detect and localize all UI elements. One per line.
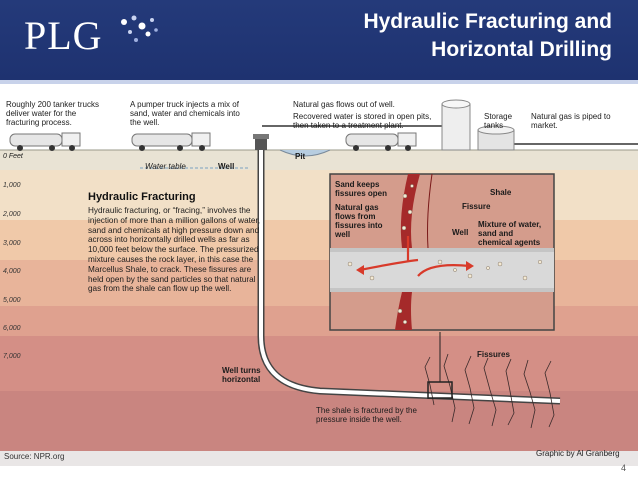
title-line-1: Hydraulic Fracturing and	[363, 10, 612, 33]
tanker-truck	[9, 132, 81, 151]
gas-flows-label: Natural gas flows out of well.	[293, 100, 395, 109]
panel-body: Hydraulic fracturing, or “fracing,” invo…	[88, 206, 261, 294]
depth-5000: 5,000	[3, 297, 21, 304]
depth-7000: 7,000	[3, 353, 21, 360]
well-turns-label: Well turns horizontal	[222, 366, 261, 384]
depth-4000: 4,000	[3, 268, 21, 275]
header-divider	[0, 80, 638, 84]
recovered-water-label: Recovered water is stored in open pits, …	[293, 112, 432, 130]
sand-keeps-label: Sand keeps fissures open	[335, 180, 388, 198]
depth-3000: 3,000	[3, 240, 21, 247]
inset-well-label: Well	[452, 228, 469, 237]
recovery-truck	[345, 132, 417, 151]
depth-6000: 6,000	[3, 325, 21, 332]
shale-fractured-label: The shale is fractured by the pressure i…	[316, 406, 417, 424]
feet-zero-label: 0 Feet	[3, 153, 23, 160]
mixture-label: Mixture of water, sand and chemical agen…	[478, 220, 542, 247]
pumper-truck	[131, 132, 211, 151]
inset-detail	[329, 173, 555, 331]
page-number: 4	[620, 463, 626, 473]
logo-dots-icon	[121, 15, 158, 42]
graphic-credit: Graphic by Al Granberg	[536, 449, 620, 458]
source-note: Source: NPR.org	[4, 452, 65, 461]
fissure-label: Fissure	[462, 202, 491, 211]
shale-label: Shale	[490, 188, 512, 197]
fracking-diagram	[0, 86, 638, 466]
depth-2000: 2,000	[3, 211, 21, 218]
pit-label: Pit	[295, 152, 306, 161]
fissures-label: Fissures	[477, 350, 510, 359]
header-bar: PLG Hydraulic Fracturing and Horizontal …	[0, 0, 638, 80]
depth-1000: 1,000	[3, 182, 21, 189]
slide-title: Hydraulic Fracturing and Horizontal Dril…	[282, 8, 612, 64]
gas-from-fissures-label: Natural gas flows from fissures into wel…	[335, 203, 383, 239]
plg-logo: PLG	[24, 13, 103, 58]
panel-title: Hydraulic Fracturing	[88, 191, 196, 203]
pumper-label: A pumper truck injects a mix of sand, wa…	[130, 100, 240, 127]
water-table-label: Water table	[145, 162, 186, 171]
storage-tanks	[441, 99, 515, 151]
fissure-lines	[424, 353, 555, 429]
tanker-label: Roughly 200 tanker trucks deliver water …	[6, 100, 99, 127]
piped-label: Natural gas is piped to market.	[531, 112, 611, 130]
well-label: Well	[218, 162, 235, 171]
title-line-2: Horizontal Drilling	[431, 38, 612, 61]
storage-tanks-label: Storage tanks	[484, 112, 513, 130]
